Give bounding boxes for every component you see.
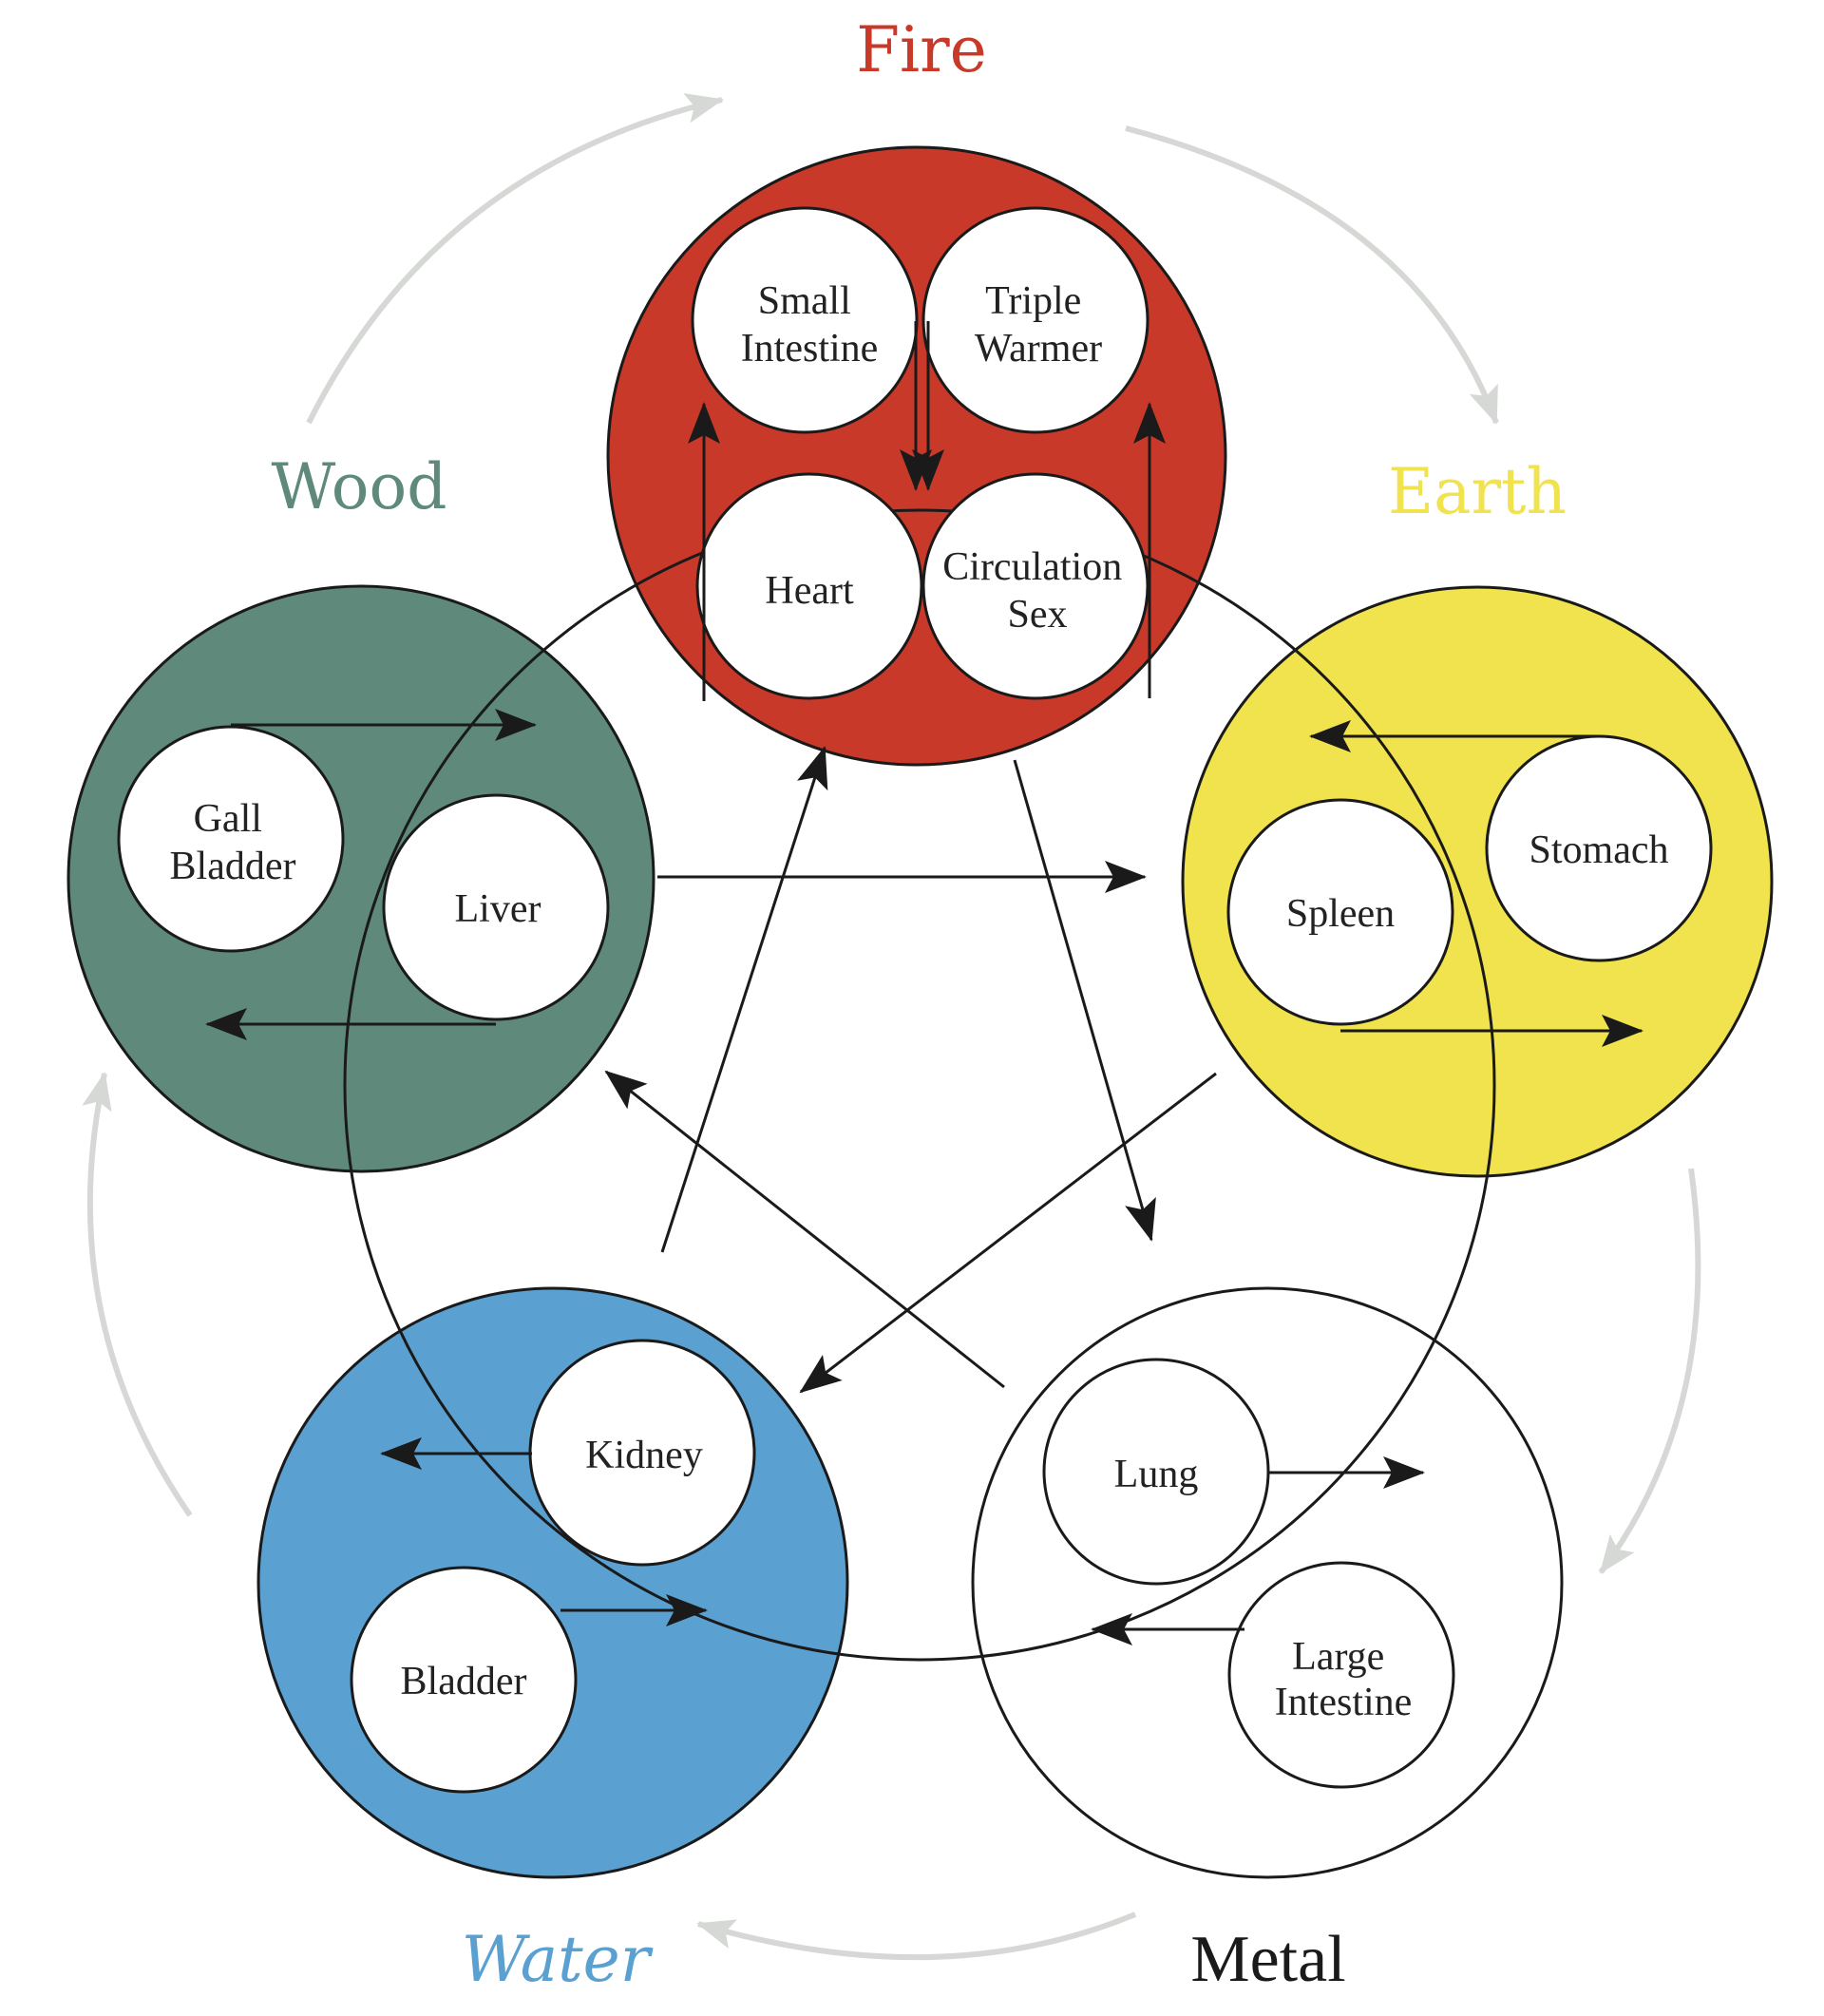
cycle-arrow-earth-to-metal: [1598, 1168, 1701, 1574]
central-cycle-circle: [343, 508, 1496, 1662]
gall-bladder-organ: [117, 725, 345, 953]
control-arrow-fire-to-metal: [1013, 759, 1156, 1242]
small-intestine-organ: [691, 206, 919, 434]
element-circles: [66, 145, 1774, 1879]
fire-label: Fire: [856, 13, 987, 86]
wood-label: Wood: [271, 450, 446, 523]
element-labels: Fire Wood Earth Water Metal: [271, 13, 1567, 1996]
cycle-arrow-metal-to-water: [696, 1911, 1137, 1961]
cycle-arrow-wood-to-fire: [306, 93, 724, 425]
generating-cycle-arrows: [82, 93, 1701, 1961]
bladder-label: Bladder: [401, 1660, 527, 1703]
cycle-arrow-fire-to-earth: [1125, 125, 1499, 425]
control-arrow-water-to-fire: [660, 746, 828, 1253]
liver-label: Liver: [455, 887, 542, 931]
cycle-arrow-water-to-wood: [82, 1072, 193, 1517]
spleen-label: Spleen: [1286, 892, 1395, 936]
water-label: Water: [462, 1923, 654, 1996]
bladder-organ: [350, 1566, 578, 1794]
metal-label: Metal: [1190, 1923, 1345, 1996]
organ-labels: Small Intestine Triple Warmer Heart Circ…: [170, 279, 1669, 1724]
control-arrow-metal-to-wood: [604, 1070, 1005, 1389]
lung-organ: [1042, 1358, 1270, 1586]
lung-label: Lung: [1114, 1453, 1199, 1496]
water-element-circle: [256, 1286, 849, 1879]
earth-label: Earth: [1388, 455, 1567, 528]
large-intestine-organ: [1227, 1561, 1455, 1789]
circulation-sex-label: Circulation Sex: [942, 545, 1131, 637]
spleen-organ: [1226, 798, 1454, 1026]
circulation-sex-organ: [922, 472, 1150, 700]
triple-warmer-organ: [922, 206, 1150, 434]
triple-warmer-label: Triple Warmer: [975, 279, 1102, 371]
stomach-label: Stomach: [1530, 828, 1669, 872]
heart-label: Heart: [765, 569, 854, 613]
organ-circles: [117, 206, 1713, 1794]
internal-flow-arrows: [205, 321, 1644, 1645]
metal-element-circle: [971, 1286, 1564, 1879]
controlling-cycle-arrows: [604, 746, 1217, 1394]
kidney-label: Kidney: [585, 1434, 703, 1477]
liver-organ: [382, 793, 610, 1021]
control-arrow-earth-to-water: [799, 1072, 1217, 1394]
gall-bladder-label: Gall Bladder: [170, 797, 296, 888]
small-intestine-label: Small Intestine: [741, 279, 879, 371]
heart-organ: [695, 472, 923, 700]
large-intestine-label: Large Intestine: [1275, 1635, 1413, 1724]
